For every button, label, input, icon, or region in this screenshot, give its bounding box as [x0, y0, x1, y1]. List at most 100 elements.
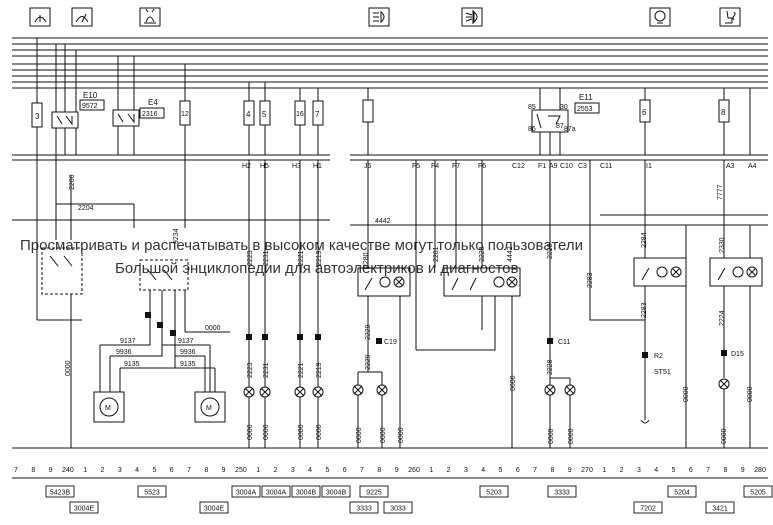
supply-bus — [12, 37, 768, 89]
column-number: 9 — [49, 467, 53, 474]
column-number: 4 — [135, 467, 139, 474]
column-number: 7 — [360, 467, 364, 474]
column-number: 6 — [170, 467, 174, 474]
ref-code: 3421 — [705, 501, 735, 514]
ref-code-label: 3004A — [236, 490, 257, 497]
column-number: 9 — [741, 467, 745, 474]
column-number: 4 — [308, 467, 312, 474]
column-number: 6 — [343, 467, 347, 474]
watermark: Просматривать и распечатывать в высоком … — [20, 237, 583, 277]
e4-label: E4 — [148, 98, 158, 107]
wiper-switch-block: 2200 2204 0000 — [36, 155, 134, 448]
connector-label: C12 — [512, 163, 525, 170]
wiper-icon — [29, 7, 51, 27]
ref-code-label: 3033 — [390, 506, 406, 513]
e11-code: 2553 — [577, 106, 593, 113]
relay-e10: E10 9572 — [51, 91, 105, 129]
column-number: 5 — [499, 467, 503, 474]
ref-code-box — [321, 485, 351, 498]
ref-code: 3004E — [69, 501, 99, 514]
ref-code-label: 3421 — [712, 506, 728, 513]
column-number: 7 — [187, 467, 191, 474]
ref-code-label: 3004E — [74, 506, 95, 513]
wire-label: 2283 — [587, 272, 594, 288]
ref-code-label: 5203 — [486, 490, 502, 497]
rear-fog-column: 2228 C11 2228 0000 0000 — [544, 160, 576, 448]
fuse-6: 6 — [639, 99, 651, 123]
column-number: 4 — [481, 467, 485, 474]
connector-label: H2 — [242, 163, 251, 170]
column-number: 7 — [14, 467, 18, 474]
connector-label: A4 — [748, 163, 757, 170]
connector-label: H3 — [292, 163, 301, 170]
column-number: 1 — [256, 467, 260, 474]
fuse-12: 12 — [179, 100, 191, 126]
fuse-label: 7 — [315, 110, 320, 119]
ref-code: 3333 — [547, 485, 577, 498]
ground-wire: 0000 — [316, 424, 323, 440]
fuse-16: 16 — [294, 100, 306, 126]
ref-code-box — [137, 485, 167, 498]
relay-pin: 85 — [528, 104, 536, 111]
column-number: 270 — [581, 467, 593, 474]
ref-code-box — [359, 485, 389, 498]
watermark-line-1: Просматривать и распечатывать в высоком … — [20, 237, 583, 254]
ref-code-box — [69, 501, 99, 514]
wire-label: 2330 — [719, 237, 726, 253]
ground-wire: 0000 — [247, 424, 254, 440]
fuse-7: 7 — [312, 100, 324, 126]
column-number: 9 — [395, 467, 399, 474]
wire-label: 9936 — [116, 349, 132, 356]
svg-text:M: M — [105, 405, 111, 412]
relay-pin: 86 — [528, 126, 536, 133]
ref-code-box — [667, 485, 697, 498]
column-number: 8 — [723, 467, 727, 474]
ground-wire: 0000 — [568, 428, 575, 444]
ref-code-label: 3004E — [204, 506, 225, 513]
ground-wire: 0000 — [398, 427, 405, 443]
ref-code-box — [231, 485, 261, 498]
column-number: 8 — [550, 467, 554, 474]
ref-code-label: 9225 — [366, 490, 382, 497]
column-number: 7 — [706, 467, 710, 474]
ground-wire: 0000 — [548, 428, 555, 444]
connector-label: F1 — [538, 163, 546, 170]
wiper-module: 9234 0000 9137 9137 9936 9936 9135 9135 — [99, 155, 230, 392]
wire-label: 9137 — [120, 338, 136, 345]
ref-code-label: 3333 — [356, 506, 372, 513]
washer-icon — [139, 7, 161, 27]
column-number: 2 — [620, 467, 624, 474]
ref-code-box — [261, 485, 291, 498]
ref-code: 3004A — [231, 485, 261, 498]
wire-label: 2204 — [78, 205, 94, 212]
ref-code-box — [383, 501, 413, 514]
ref-code: 5203 — [479, 485, 509, 498]
column-number: 1 — [429, 467, 433, 474]
fuse-label: 4 — [246, 110, 251, 119]
wire-label: 4442 — [507, 246, 514, 262]
wire-label: 2280 — [363, 252, 370, 268]
column-number: 240 — [62, 467, 74, 474]
rear-wiper-motor: M — [194, 391, 226, 423]
column-number: 9 — [222, 467, 226, 474]
wire-label: 2219 — [316, 250, 323, 266]
wire-label: 2231 — [263, 250, 270, 266]
wire-label: 9135 — [180, 361, 196, 368]
connector-label: A9 — [549, 163, 558, 170]
ground-wire: 0000 — [356, 427, 363, 443]
ref-code: 3004B — [321, 485, 351, 498]
wire-label: 2284 — [641, 232, 648, 248]
lamp-column-1: 2223 2223 0000 — [243, 160, 255, 448]
connector-label: A3 — [726, 163, 735, 170]
seat-heater-icon — [719, 7, 741, 27]
ref-code-box — [547, 485, 577, 498]
wire-label: 2219 — [316, 362, 323, 378]
ref-code-box — [633, 501, 663, 514]
front-wiper-motor: M — [93, 391, 125, 423]
ground-marker: C11 — [558, 339, 570, 346]
wire-label: 4442 — [375, 218, 391, 225]
column-number: 5 — [672, 467, 676, 474]
ground-wire: 0000 — [380, 427, 387, 443]
column-number: 2 — [274, 467, 278, 474]
